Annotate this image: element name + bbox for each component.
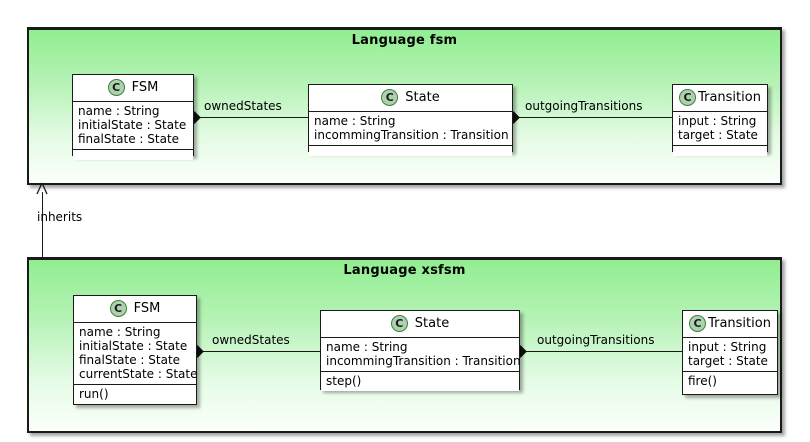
- class-name-label: State: [405, 90, 440, 105]
- class-name-label: FSM: [131, 80, 159, 95]
- generalization-label-inherits: inherits: [37, 210, 83, 224]
- attribute-row: incommingTransition : Transition: [326, 354, 521, 368]
- class-stereotype-icon: C: [679, 89, 697, 106]
- class-stereotype-icon: C: [689, 315, 707, 332]
- attribute-row: input : String: [688, 340, 767, 354]
- operations-compartment: run(): [74, 384, 196, 404]
- operations-compartment: [73, 149, 193, 160]
- class-header: C Transition: [683, 311, 777, 338]
- attribute-row: target : State: [688, 354, 768, 368]
- class-header: C State: [321, 311, 519, 338]
- operations-compartment: [673, 145, 767, 156]
- association-label-ownedStates: ownedStates: [212, 333, 290, 347]
- operations-compartment: [309, 145, 512, 156]
- association-line-fsm-outgoingTransitions[interactable]: [513, 117, 672, 118]
- attribute-row: name : String: [326, 340, 408, 354]
- class-box-xsfsm-Transition[interactable]: C Transition input : String target : Sta…: [682, 310, 778, 395]
- operations-compartment: fire(): [683, 371, 777, 391]
- attributes-compartment: name : String initialState : State final…: [73, 102, 193, 149]
- operation-row: fire(): [688, 374, 717, 388]
- class-stereotype-icon: C: [107, 79, 125, 96]
- class-header: C FSM: [74, 296, 196, 323]
- association-line-fsm-ownedStates[interactable]: [194, 117, 308, 118]
- association-line-xsfsm-outgoingTransitions[interactable]: [520, 351, 682, 352]
- class-stereotype-icon: C: [390, 315, 408, 332]
- attribute-row: currentState : State: [79, 367, 198, 381]
- class-stereotype-icon: C: [381, 89, 399, 106]
- attribute-row: name : String: [79, 325, 161, 339]
- class-box-xsfsm-FSM[interactable]: C FSM name : String initialState : State…: [73, 295, 198, 405]
- class-box-fsm-State[interactable]: C State name : String incommingTransitio…: [308, 84, 513, 156]
- association-label-ownedStates: ownedStates: [204, 99, 282, 113]
- association-label-outgoingTransitions: outgoingTransitions: [525, 99, 643, 113]
- class-name-label: State: [414, 316, 450, 331]
- attributes-compartment: name : String incommingTransition : Tran…: [321, 338, 521, 371]
- operation-row: step(): [326, 374, 362, 388]
- package-title-rule: [29, 259, 780, 260]
- attributes-compartment: input : String target : State: [673, 112, 767, 145]
- attribute-row: incommingTransition : Transition: [314, 128, 509, 142]
- attribute-row: initialState : State: [78, 118, 187, 132]
- class-header: C FSM: [73, 75, 193, 102]
- association-line-xsfsm-ownedStates[interactable]: [197, 351, 320, 352]
- attribute-row: target : State: [678, 128, 758, 142]
- class-name-label: Transition: [708, 316, 771, 331]
- operation-row: run(): [79, 387, 109, 401]
- class-box-fsm-FSM[interactable]: C FSM name : String initialState : State…: [72, 74, 194, 160]
- attribute-row: name : String: [314, 114, 396, 128]
- package-title-rule: [29, 29, 780, 30]
- class-header: C State: [309, 85, 512, 112]
- generalization-arrowhead-icon: [36, 182, 48, 195]
- generalization-line-inherits[interactable]: [42, 192, 43, 257]
- attribute-row: finalState : State: [78, 132, 180, 146]
- operations-compartment: step(): [321, 371, 519, 391]
- attributes-compartment: name : String initialState : State final…: [74, 323, 198, 384]
- attribute-row: name : String: [78, 104, 160, 118]
- attribute-row: initialState : State: [79, 339, 188, 353]
- attribute-row: finalState : State: [79, 353, 181, 367]
- class-header: C Transition: [673, 85, 767, 112]
- attribute-row: input : String: [678, 114, 757, 128]
- class-box-fsm-Transition[interactable]: C Transition input : String target : Sta…: [672, 84, 768, 156]
- package-title-fsm: Language fsm: [351, 33, 458, 48]
- package-title-xsfsm: Language xsfsm: [343, 263, 466, 278]
- association-label-outgoingTransitions: outgoingTransitions: [537, 333, 655, 347]
- class-box-xsfsm-State[interactable]: C State name : String incommingTransitio…: [320, 310, 521, 391]
- attributes-compartment: name : String incommingTransition : Tran…: [309, 112, 512, 145]
- class-name-label: Transition: [698, 90, 761, 105]
- class-name-label: FSM: [133, 301, 161, 316]
- attributes-compartment: input : String target : State: [683, 338, 777, 371]
- class-stereotype-icon: C: [109, 300, 127, 317]
